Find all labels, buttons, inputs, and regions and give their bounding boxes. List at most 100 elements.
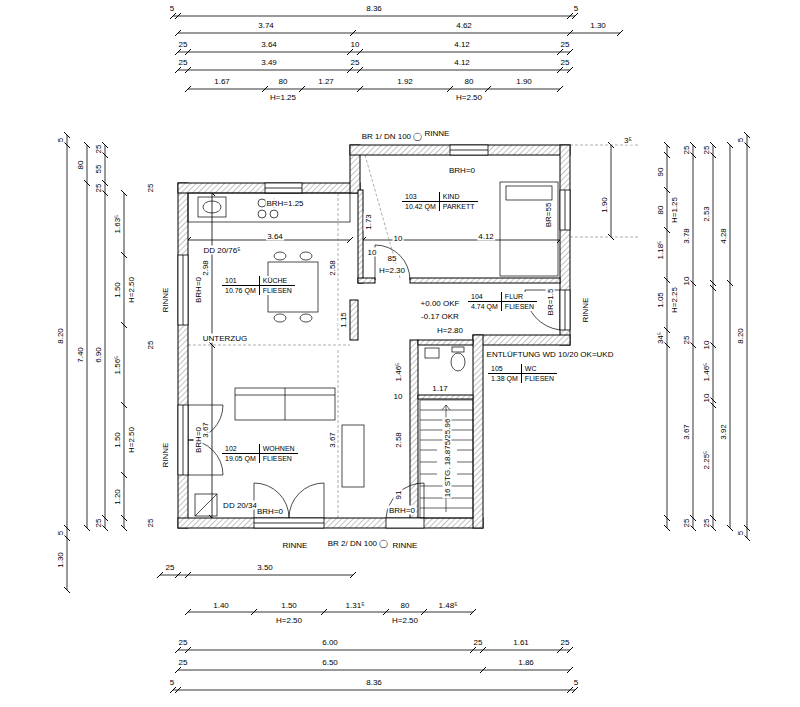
plan-label: 1.63⁵ — [113, 214, 122, 235]
plan-label: RINNE — [161, 442, 170, 469]
room-text: 102 — [222, 444, 259, 454]
plan-label: 1.18⁵ — [656, 240, 665, 261]
plan-label: RINNE — [282, 541, 309, 550]
plan-label: 8.20 — [56, 327, 65, 345]
plan-label: 1.30 — [56, 551, 65, 569]
room-text: FLIESEN — [521, 374, 557, 383]
room-text: 19.05 QM — [222, 454, 259, 463]
room-text: KIND — [439, 192, 478, 202]
plan-label: 1.46⁵ — [394, 362, 403, 383]
room-text: 4.74 QM — [468, 302, 501, 311]
plan-label: 90 — [656, 167, 665, 178]
room-text: FLIESEN — [501, 302, 537, 311]
plan-label: 25 — [94, 518, 103, 529]
plan-label: H=2.30 — [378, 266, 406, 275]
plan-label: H=2.50 — [455, 93, 483, 102]
plan-label: 1.90 — [600, 196, 609, 214]
plan-label: ENTLÜFTUNG WD 10/20 OK=UKD — [486, 350, 615, 359]
room-label: 101KÜCHE10.76 QMFLIESEN — [222, 276, 295, 295]
plan-label: RINNE — [581, 297, 590, 324]
plan-label: 25 — [350, 58, 361, 67]
plan-label: 6.50 — [321, 658, 339, 667]
plan-label: BRH=0 — [194, 426, 203, 454]
plan-label: 1.86 — [517, 658, 535, 667]
plan-label: 6.90 — [94, 346, 103, 364]
plan-label: 1.31⁵ — [345, 601, 366, 610]
plan-label: 5 — [736, 530, 745, 536]
plan-label: DD 20/34 — [222, 501, 258, 510]
plan-label: 25 — [94, 144, 103, 155]
plan-label: 25 — [165, 563, 176, 572]
plan-label: 1.50 — [113, 431, 122, 449]
plan-label: 25 — [473, 638, 484, 647]
plan-label: RINNE — [161, 287, 170, 314]
plan-label: 1.48⁵ — [438, 601, 459, 610]
plan-label: 5 — [169, 4, 175, 13]
plan-label: 1.46⁵ — [702, 362, 711, 383]
plan-label: 80 — [464, 77, 475, 86]
plan-label: 4.12 — [453, 40, 471, 49]
plan-label: BR 1/ DN 100 ◯ — [361, 132, 424, 141]
plan-label: 3.67 — [328, 431, 337, 449]
room-label: 102WOHNEN19.05 QMFLIESEN — [222, 444, 298, 463]
plan-label: 3.92 — [719, 423, 728, 441]
plan-label: 3⁵ — [623, 136, 633, 145]
plan-label: 55 — [94, 164, 103, 175]
plan-label: BRH=0 — [448, 166, 476, 175]
plan-label: BR=1.5 — [546, 288, 555, 317]
plan-label: 10 — [393, 392, 404, 401]
plan-label: 25 — [702, 145, 711, 156]
plan-label: 25 — [178, 40, 189, 49]
plan-label: 1.56⁵ — [113, 355, 122, 376]
plan-label: 3.67 — [682, 423, 691, 441]
plan-label: H=1.25 — [670, 196, 679, 224]
plan-label: 25 — [702, 518, 711, 529]
plan-label: 25 — [560, 40, 571, 49]
plan-label: 80 — [656, 205, 665, 216]
plan-label: 4.12 — [477, 232, 495, 241]
plan-label: 2.58 — [328, 259, 337, 277]
plan-label: 2.98 — [201, 259, 210, 277]
plan-label: 25 — [682, 335, 691, 346]
plan-label: H=2.50 — [391, 616, 419, 625]
plan-label: 6.00 — [321, 638, 339, 647]
plan-label: 25 — [560, 638, 571, 647]
plan-label: 8.20 — [736, 327, 745, 345]
door-swings — [188, 245, 560, 518]
guide-lines — [188, 145, 640, 518]
room-text: FLIESEN — [259, 286, 295, 295]
plan-label: 2.58 — [394, 431, 403, 449]
plan-label: 7.40 — [76, 346, 85, 364]
windows — [178, 145, 570, 528]
plan-label: 25 — [146, 340, 155, 351]
stairs — [420, 400, 473, 518]
plan-label: 8.36 — [365, 678, 383, 687]
plan-label: BRH=0 — [388, 506, 416, 515]
plan-label: 25 — [178, 58, 189, 67]
plan-label: H=1.25 — [269, 93, 297, 102]
plan-label: BRH=1.25 — [265, 199, 304, 208]
plan-label: 3.49 — [260, 58, 278, 67]
room-text: 105 — [488, 364, 521, 374]
plan-label: 80 — [400, 601, 411, 610]
plan-label: BR=55 — [544, 202, 553, 229]
plan-label: 1.40 — [212, 601, 230, 610]
plan-label: 34⁵ — [656, 331, 665, 345]
room-text: FLUR — [501, 292, 537, 302]
plan-label: 1.17 — [431, 384, 449, 393]
plan-label: 4.28 — [719, 227, 728, 245]
plan-label: +0.00 OKF — [420, 299, 461, 308]
plan-label: 25 — [682, 518, 691, 529]
plan-label: 10 — [702, 340, 711, 351]
plan-label: 80 — [278, 77, 289, 86]
plan-label: H=2.80 — [436, 326, 464, 335]
plan-label: 2.25⁵ — [702, 450, 711, 471]
plan-label: 25 — [146, 518, 155, 529]
room-label: 103KIND10.42 QMPARKETT — [402, 192, 478, 211]
plan-label: 10 — [367, 248, 378, 257]
room-text: 10.76 QM — [222, 286, 259, 295]
room-text: WOHNEN — [259, 444, 298, 454]
room-text: 104 — [468, 292, 501, 302]
plan-label: H=2.50 — [127, 426, 136, 454]
plan-label: 1.90 — [515, 77, 533, 86]
